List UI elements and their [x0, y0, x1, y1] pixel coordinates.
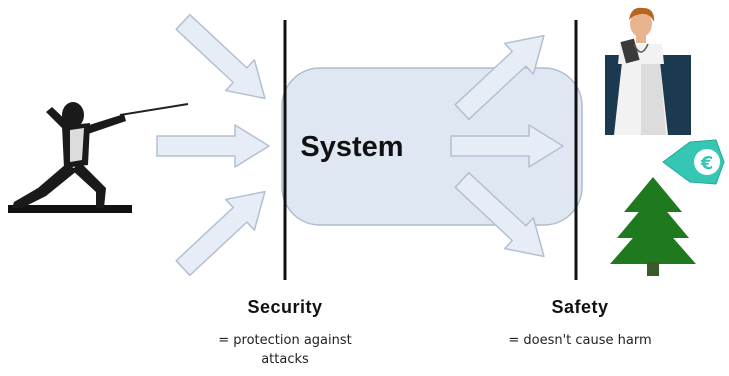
incoming-arrow-top [167, 5, 280, 115]
system-label: System [300, 131, 403, 163]
euro-icon: € [662, 139, 725, 185]
system-box [281, 67, 583, 226]
security-description-line1: = protection against [218, 333, 352, 348]
tree-icon [610, 177, 696, 276]
svg-text:€: € [700, 153, 714, 174]
security-title: Security [247, 297, 323, 317]
security-description-line2: attacks [261, 352, 309, 367]
doctor-icon [605, 7, 691, 135]
safety-description: = doesn't cause harm [508, 333, 652, 348]
fencer-icon [8, 102, 189, 213]
incoming-arrow-bottom [167, 175, 280, 285]
incoming-arrow-middle [156, 124, 270, 168]
safety-title: Safety [551, 297, 609, 317]
